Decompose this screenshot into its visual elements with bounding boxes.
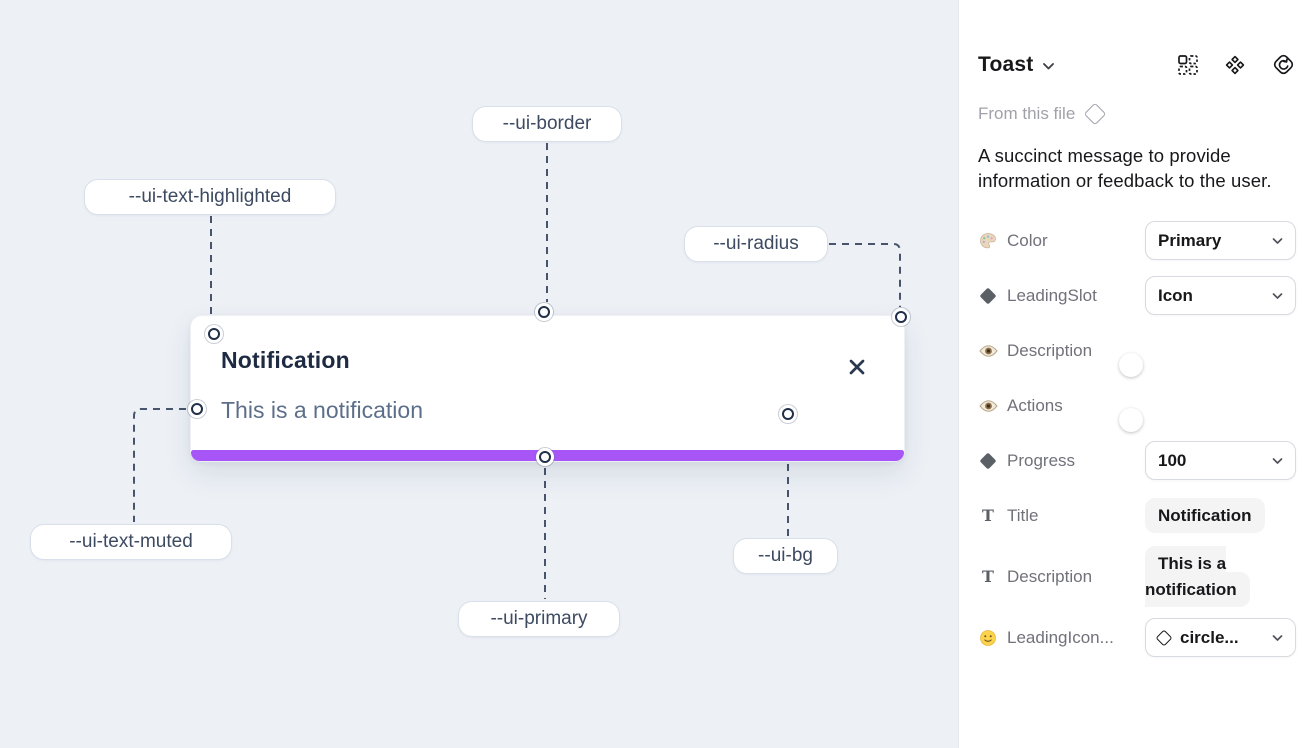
label-ui-text-highlighted: --ui-text-highlighted bbox=[84, 179, 336, 215]
diamond-icon bbox=[978, 452, 998, 470]
source-row: From this file bbox=[978, 102, 1296, 126]
component-description: A succinct message to provide informatio… bbox=[978, 145, 1272, 192]
eye-icon bbox=[978, 399, 998, 413]
line-ui-text-muted bbox=[133, 408, 186, 522]
prop-row-description-toggle: Description bbox=[978, 331, 1296, 377]
connector-dot-text-highlighted bbox=[208, 328, 220, 340]
prop-row-description-text: T Description This is a notification bbox=[978, 546, 1296, 607]
prop-row-title: T Title Notification bbox=[978, 496, 1296, 535]
smiley-icon bbox=[978, 629, 998, 647]
variants-icon[interactable] bbox=[1224, 54, 1246, 76]
connector-dot-text-muted bbox=[191, 403, 203, 415]
chevron-down-icon[interactable] bbox=[1042, 62, 1055, 71]
prop-label-progress: Progress bbox=[1007, 450, 1076, 470]
prop-row-leadingslot: LeadingSlot Icon bbox=[978, 276, 1296, 316]
palette-icon bbox=[978, 232, 998, 250]
prop-label-leadingicon: LeadingIcon... bbox=[1007, 627, 1114, 647]
prop-label-actions: Actions bbox=[1007, 395, 1063, 415]
connector-dot-border bbox=[538, 306, 550, 318]
progress-select[interactable]: 100 bbox=[1145, 441, 1296, 481]
title-input[interactable]: Notification bbox=[1145, 498, 1265, 534]
leadingslot-select[interactable]: Icon bbox=[1145, 276, 1296, 316]
prop-label-description: Description bbox=[1007, 340, 1093, 360]
text-icon: T bbox=[982, 506, 994, 526]
close-icon[interactable] bbox=[846, 356, 868, 378]
chevron-down-icon bbox=[1272, 237, 1283, 245]
source-label: From this file bbox=[978, 104, 1076, 123]
description-input[interactable]: This is a notification bbox=[1145, 546, 1250, 607]
connector-lines bbox=[133, 143, 901, 599]
panel-header: Toast bbox=[978, 52, 1296, 77]
label-ui-radius: --ui-radius bbox=[684, 226, 828, 262]
chevron-down-icon bbox=[1272, 634, 1283, 642]
diamond-icon bbox=[978, 287, 998, 305]
canvas: Notification This is a notification --ui… bbox=[0, 0, 958, 748]
toast-title: Notification bbox=[221, 347, 350, 373]
label-ui-text-muted: --ui-text-muted bbox=[30, 524, 232, 560]
prop-label-description-text: Description bbox=[1007, 566, 1093, 586]
prop-row-leadingicon: LeadingIcon... circle... bbox=[978, 618, 1296, 658]
property-list: Color Primary LeadingSlot Icon bbox=[978, 221, 1296, 658]
prop-label-title: Title bbox=[1007, 505, 1039, 525]
chevron-down-icon bbox=[1272, 292, 1283, 300]
component-grid-icon[interactable] bbox=[1177, 54, 1199, 76]
label-ui-border: --ui-border bbox=[472, 106, 622, 142]
toast-preview: Notification This is a notification bbox=[190, 315, 905, 462]
text-icon: T bbox=[982, 567, 994, 587]
leadingicon-select[interactable]: circle... bbox=[1145, 618, 1296, 658]
label-ui-bg: --ui-bg bbox=[733, 538, 838, 574]
supernova-icon[interactable] bbox=[1271, 52, 1296, 77]
color-select[interactable]: Primary bbox=[1145, 221, 1296, 261]
prop-row-color: Color Primary bbox=[978, 221, 1296, 261]
diamond-outline-icon bbox=[1083, 102, 1107, 126]
eye-icon bbox=[978, 344, 998, 358]
connector-dot-primary bbox=[539, 451, 551, 463]
line-ui-radius bbox=[829, 243, 901, 307]
chevron-down-icon bbox=[1272, 457, 1283, 465]
label-ui-primary: --ui-primary bbox=[458, 601, 620, 637]
prop-row-progress: Progress 100 bbox=[978, 441, 1296, 481]
diamond-outline-icon bbox=[1155, 629, 1173, 647]
connector-dot-bg bbox=[782, 408, 794, 420]
prop-row-actions-toggle: Actions bbox=[978, 386, 1296, 432]
toast-description: This is a notification bbox=[221, 397, 423, 423]
prop-label-leadingslot: LeadingSlot bbox=[1007, 285, 1097, 305]
connector-dot-radius bbox=[895, 311, 907, 323]
prop-label-color: Color bbox=[1007, 230, 1048, 250]
properties-panel: Toast bbox=[958, 0, 1312, 748]
component-title: Toast bbox=[978, 52, 1034, 76]
